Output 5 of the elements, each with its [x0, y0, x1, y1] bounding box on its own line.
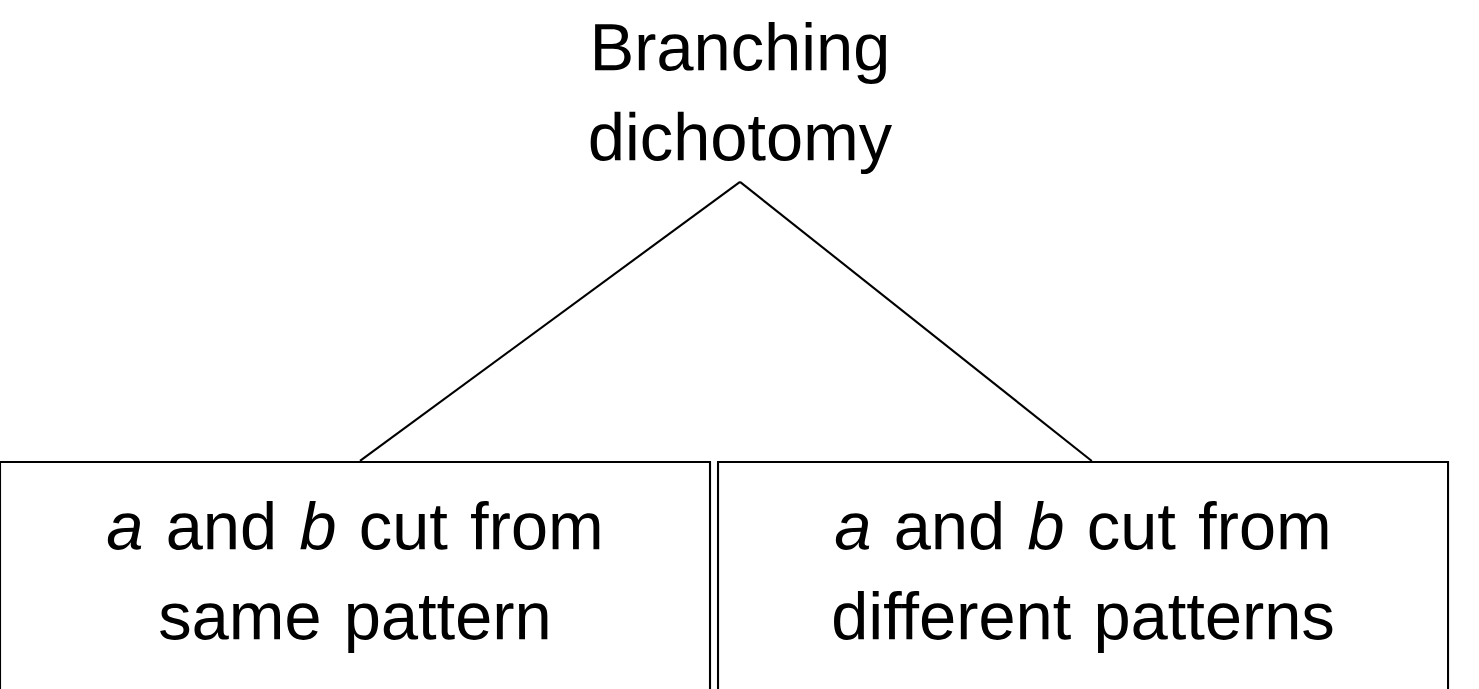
text-box: a and b cut from different patterns [716, 460, 1450, 689]
connector-line [359, 181, 741, 462]
heading-text: Branching dichotomy [590, 21, 892, 175]
connector-line [739, 181, 1093, 462]
text-box: a and b cut from same pattern [0, 460, 712, 689]
